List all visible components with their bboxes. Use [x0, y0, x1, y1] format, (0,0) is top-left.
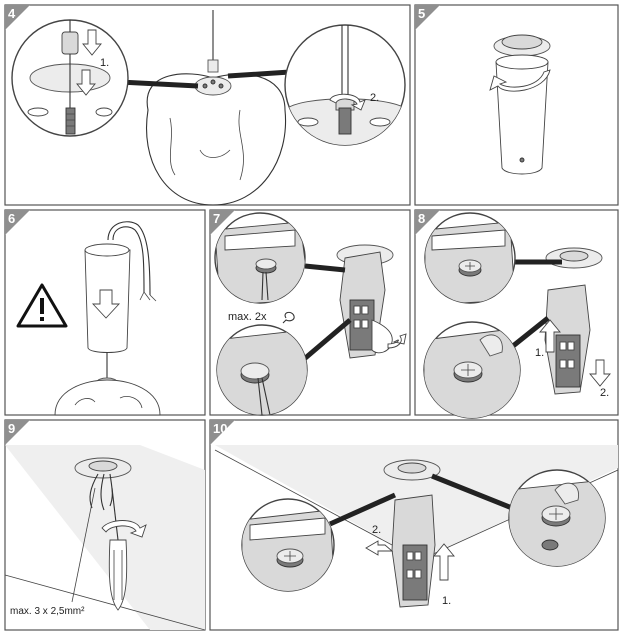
screwdriver — [101, 487, 147, 611]
terminal-assembly — [539, 247, 611, 395]
step-7-number: 7 — [213, 211, 220, 226]
step-10-detail-left — [241, 498, 335, 592]
step-8-number: 8 — [418, 211, 425, 226]
step-9-number: 9 — [8, 421, 15, 436]
step-7-label: max. 2x — [228, 311, 267, 323]
step-9-label: max. 3 x 2,5mm² — [10, 606, 85, 617]
terminal-block — [336, 244, 407, 359]
step-4-panel: 4 — [4, 4, 411, 206]
step-10-detail-right — [508, 469, 606, 567]
rotate-arrow-icon — [489, 69, 551, 92]
max-2x-rotate-note: max. 2x — [228, 311, 295, 324]
down-arrow-icon — [82, 29, 102, 56]
up-arrow-icon — [539, 319, 561, 353]
step-5-panel: 5 — [414, 4, 619, 206]
rotate-arrow-icon — [101, 520, 147, 538]
step-4-label-1: 1. — [100, 57, 109, 69]
step-8-detail-bottom — [423, 321, 521, 419]
step-10-panel: 10 2. 1. — [209, 419, 619, 631]
step-6-number: 6 — [8, 211, 15, 226]
canopy-cylinder — [489, 34, 551, 175]
up-arrow-icon — [433, 543, 455, 581]
step-8-panel: 8 1. 2. — [414, 209, 619, 419]
canopy-wiring — [71, 457, 132, 603]
step-7-panel: 7 — [209, 209, 411, 416]
down-arrow-icon — [91, 289, 121, 319]
lamp-shade — [146, 10, 287, 206]
down-arrow-icon — [589, 359, 611, 387]
step-8-detail-top — [424, 212, 516, 304]
rotate-arrow-icon — [282, 311, 295, 324]
step-4-number: 4 — [8, 6, 16, 21]
step-5-number: 5 — [418, 6, 425, 21]
down-arrow-icon — [76, 69, 96, 96]
step-9-panel: 9 max. 3 x 2,5mm² — [4, 419, 206, 631]
step-10-number: 10 — [213, 421, 227, 436]
step-6-panel: 6 — [4, 209, 206, 416]
rotate-arrow-icon — [329, 93, 366, 111]
final-assembly — [365, 459, 455, 608]
cable-and-shade — [54, 221, 161, 416]
rotate-arrow-icon — [387, 333, 407, 349]
step-10-label-2: 2. — [372, 524, 381, 536]
step-10-label-1: 1. — [442, 595, 451, 607]
step-4-label-2: 2. — [370, 92, 379, 104]
step-7-detail-top — [214, 212, 306, 304]
step-7-detail-bottom — [216, 324, 308, 416]
step-8-label-2: 2. — [600, 387, 609, 399]
warning-triangle-icon — [16, 283, 68, 328]
step-4-detail-left: 1. — [11, 19, 129, 137]
step-8-label-1: 1. — [535, 347, 544, 359]
